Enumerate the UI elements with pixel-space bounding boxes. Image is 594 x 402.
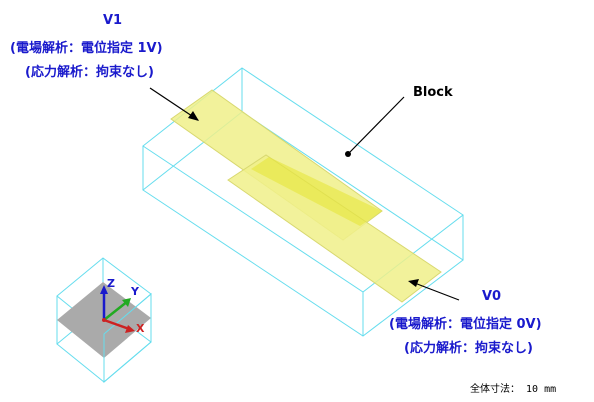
block-leader-line [349, 96, 405, 153]
z-axis-label: Z [107, 277, 115, 290]
electrode-overlap [251, 157, 382, 226]
v1-stress-condition: (応力解析：拘束なし) [25, 65, 154, 80]
v0-electric-condition: (電場解析：電位指定 0V) [389, 317, 542, 332]
axis-origin [102, 318, 106, 322]
electrode-v0 [227, 154, 442, 303]
scale-note: 全体寸法： 10 mm [470, 384, 557, 395]
block-leader-dot [345, 151, 351, 157]
block-label: Block [413, 85, 453, 100]
v0-stress-condition: (応力解析：拘束なし) [404, 341, 533, 356]
v1-electric-condition: (電場解析：電位指定 1V) [10, 41, 163, 56]
z-axis-arrowhead [100, 285, 108, 294]
v0-leader-arrowhead [408, 279, 419, 287]
v1-leader-arrowhead [188, 111, 199, 121]
v0-title: V0 [482, 289, 502, 304]
x-axis-label: X [136, 322, 145, 335]
v1-leader-line [149, 87, 199, 121]
y-axis-arrowhead [122, 298, 131, 307]
y-axis-label: Y [130, 285, 140, 298]
v1-title: V1 [103, 13, 123, 28]
v0-leader-line [411, 281, 460, 301]
x-axis-arrowhead [125, 325, 135, 333]
y-axis [103, 300, 129, 321]
